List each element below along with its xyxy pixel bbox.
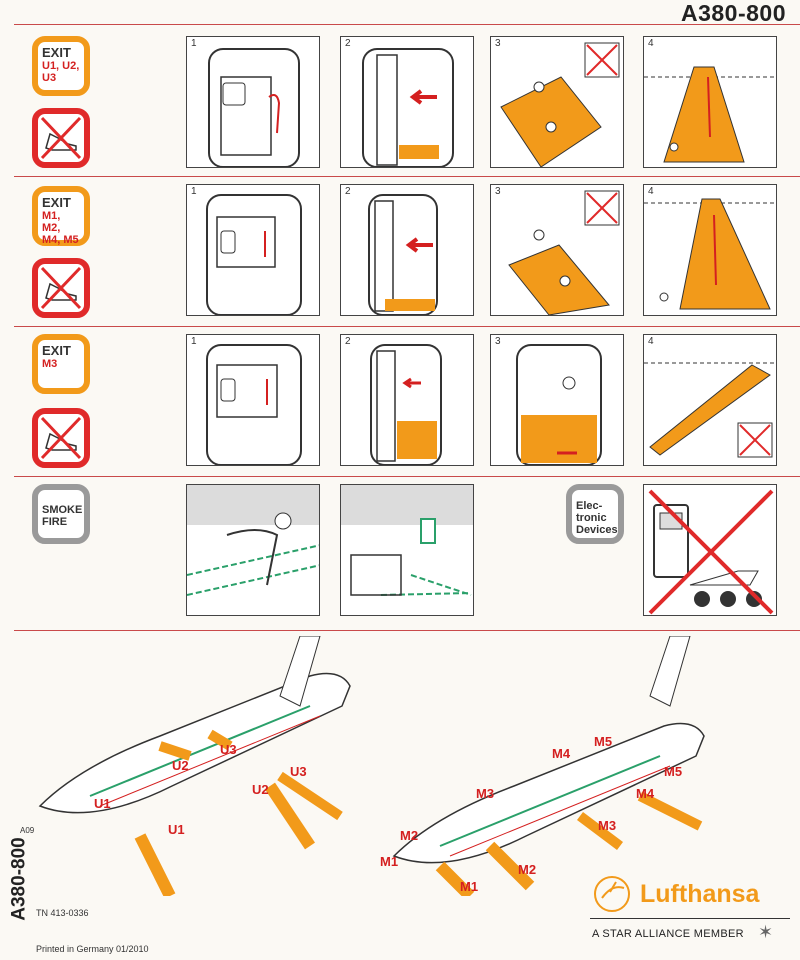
exit-step-panel: 2 xyxy=(340,334,474,466)
exit-step-panel: 1 xyxy=(186,36,320,168)
slide-jump-illustration xyxy=(508,190,620,315)
exit-badge-upper: EXIT U1, U2, U3 xyxy=(32,36,90,96)
exit-badge-doors: M1, M2, M4, M5 xyxy=(42,210,79,246)
aircraft-main-deck-diagram: M1 M2 M3 M4 M5 M1 M2 M3 M4 M5 xyxy=(380,636,705,896)
step-number: 4 xyxy=(648,186,654,197)
door-label: M3 xyxy=(476,786,494,801)
step-number: 4 xyxy=(648,336,654,347)
step-number: 4 xyxy=(648,38,654,49)
exit-step-panel: 3 xyxy=(490,334,624,466)
door-label: M1 xyxy=(460,879,478,894)
floor-path-lighting-illustration xyxy=(341,485,473,596)
exit-step-panel: 4 xyxy=(643,36,777,168)
electronic-devices-label: Elec-tronic Devices xyxy=(576,500,618,536)
aircraft-upper-deck-diagram: U1 U2 U3 U1 U2 U3 xyxy=(38,636,351,896)
section-divider xyxy=(14,630,800,631)
exit-step-panel: 2 xyxy=(340,184,474,316)
exit-badge-doors: M3 xyxy=(42,358,58,370)
tn-number: TN 413-0336 xyxy=(36,908,89,918)
exit-step-panel: 1 xyxy=(186,184,320,316)
slide-deployed-illustration xyxy=(644,66,776,163)
door-label: U2 xyxy=(172,758,189,773)
no-high-heels-icon xyxy=(32,258,90,318)
exit-badge-doors: U1, U2, U3 xyxy=(42,60,80,84)
slide-jump-illustration xyxy=(516,344,602,465)
print-info: Printed in Germany 01/2010 xyxy=(36,944,149,954)
door-label: U1 xyxy=(168,822,185,837)
no-high-heels-icon xyxy=(32,408,90,468)
door-opened-illustration xyxy=(368,194,438,315)
slide-jump-illustration xyxy=(500,42,620,167)
door-label: M2 xyxy=(400,828,418,843)
door-label: U3 xyxy=(220,742,237,757)
door-opened-illustration xyxy=(370,344,442,465)
no-electronics-panel xyxy=(643,484,777,616)
door-label: M4 xyxy=(552,746,571,761)
page-title: A380-800 xyxy=(680,0,786,26)
alliance-text: A STAR ALLIANCE MEMBER xyxy=(592,928,744,940)
exit-step-panel: 4 xyxy=(643,334,777,466)
exit-badge-title: EXIT xyxy=(42,195,71,210)
door-label: M4 xyxy=(636,786,655,801)
door-label: M5 xyxy=(594,734,612,749)
rc-car-icon xyxy=(689,570,759,586)
brand-name: Lufthansa xyxy=(640,880,760,908)
exit-badge-title: EXIT xyxy=(42,45,71,60)
no-electronics-illustration xyxy=(648,489,774,615)
door-opened-illustration xyxy=(362,48,454,167)
no-high-heels-icon xyxy=(32,108,90,168)
section-divider xyxy=(14,326,800,327)
smoke-fire-label: SMOKE FIRE xyxy=(42,504,83,528)
door-open-handle-illustration xyxy=(206,194,302,315)
door-label: M2 xyxy=(518,862,536,877)
step-number: 1 xyxy=(191,38,197,49)
crouch-low-illustration xyxy=(187,485,319,596)
header-divider xyxy=(14,24,800,25)
exit-badge-main: EXIT M1, M2, M4, M5 xyxy=(32,186,90,246)
step-number: 3 xyxy=(495,38,501,49)
door-label: U1 xyxy=(94,796,111,811)
step-number: 2 xyxy=(345,38,351,49)
card-version: A09 xyxy=(20,826,35,835)
door-label: U2 xyxy=(252,782,269,797)
step-number: 1 xyxy=(191,186,197,197)
exit-step-panel: 1 xyxy=(186,334,320,466)
exit-step-panel: 3 xyxy=(490,36,624,168)
door-label: U3 xyxy=(290,764,307,779)
electronic-devices-badge: Elec-tronic Devices xyxy=(566,484,624,544)
step-number: 2 xyxy=(345,336,351,347)
exit-step-panel: 4 xyxy=(643,184,777,316)
door-label: M5 xyxy=(664,764,682,779)
star-alliance-icon: ✶ xyxy=(758,922,774,942)
section-divider xyxy=(14,476,800,477)
exit-badge-m3: EXIT M3 xyxy=(32,334,90,394)
smoke-step-panel: 2 xyxy=(340,484,474,616)
step-number: 3 xyxy=(495,186,501,197)
door-open-handle-illustration xyxy=(208,48,300,167)
slide-deployed-illustration xyxy=(644,362,776,458)
lufthansa-crane-icon xyxy=(594,876,630,912)
door-label: M1 xyxy=(380,854,398,869)
slide-deployed-illustration xyxy=(644,198,776,310)
exit-badge-title: EXIT xyxy=(42,343,71,358)
step-number: 2 xyxy=(345,186,351,197)
footer-divider xyxy=(590,918,790,919)
exit-step-panel: 2 xyxy=(340,36,474,168)
smoke-step-panel: 1 xyxy=(186,484,320,616)
aircraft-type-vertical: A380-800 xyxy=(8,837,30,921)
door-label: M3 xyxy=(598,818,616,833)
step-number: 3 xyxy=(495,336,501,347)
exit-step-panel: 3 xyxy=(490,184,624,316)
door-open-handle-illustration xyxy=(206,344,302,465)
section-divider xyxy=(14,176,800,177)
smoke-fire-badge: SMOKE FIRE xyxy=(32,484,90,544)
step-number: 1 xyxy=(191,336,197,347)
